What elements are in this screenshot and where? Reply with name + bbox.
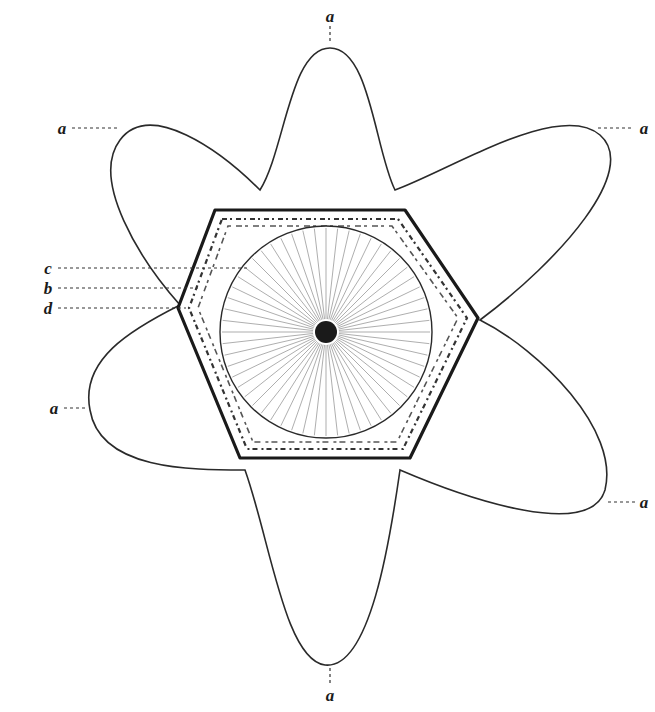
radial-line xyxy=(339,309,428,329)
radial-line xyxy=(222,332,313,333)
radial-line xyxy=(326,345,327,436)
radial-line xyxy=(333,343,381,420)
radial-line xyxy=(339,332,430,333)
part-label: a xyxy=(326,8,335,25)
radial-line xyxy=(232,338,314,377)
radial-line xyxy=(333,244,381,321)
radial-line xyxy=(225,335,314,355)
part-label: a xyxy=(58,120,67,137)
radial-line xyxy=(338,338,420,377)
radial-line xyxy=(335,258,399,322)
radial-line xyxy=(330,234,360,320)
part-label: d xyxy=(44,300,53,317)
radial-line xyxy=(292,344,322,430)
radial-line xyxy=(334,342,391,413)
stippled-band xyxy=(189,219,467,449)
radial-line xyxy=(336,340,407,397)
inner-circle xyxy=(220,226,432,438)
radial-line xyxy=(334,251,391,322)
perianth-outline xyxy=(89,48,611,665)
part-label: a xyxy=(326,687,335,704)
radial-line xyxy=(271,343,319,420)
radial-line xyxy=(338,336,424,366)
radial-line xyxy=(245,340,316,397)
corona-hexagon xyxy=(178,210,478,458)
radial-line xyxy=(329,345,349,434)
radial-line xyxy=(338,287,420,326)
radial-line xyxy=(261,342,318,413)
part-label: a xyxy=(640,494,649,511)
radial-line xyxy=(281,238,320,320)
leader-lines xyxy=(58,26,636,684)
radial-line xyxy=(332,238,371,320)
radial-line xyxy=(337,277,414,325)
radial-line xyxy=(335,341,399,405)
radial-line xyxy=(223,333,313,343)
part-label: a xyxy=(50,400,59,417)
part-label: b xyxy=(44,280,53,297)
radial-line xyxy=(271,244,319,321)
radial-line xyxy=(314,345,324,435)
radial-line xyxy=(314,229,324,319)
central-dot xyxy=(315,321,337,343)
radial-line xyxy=(281,344,320,426)
radial-line xyxy=(336,267,407,324)
radial-line xyxy=(337,339,414,387)
radial-line xyxy=(261,251,318,322)
radial-line xyxy=(326,228,327,319)
radial-line xyxy=(232,287,314,326)
radial-line xyxy=(252,341,316,405)
radial-line xyxy=(238,339,315,387)
radial-line xyxy=(245,267,316,324)
radial-line xyxy=(339,333,429,343)
radial-line xyxy=(327,229,337,319)
radial-lines xyxy=(222,228,430,436)
radial-line xyxy=(252,258,316,322)
radial-line xyxy=(228,298,314,328)
part-label: c xyxy=(44,260,52,277)
radial-line xyxy=(332,344,371,426)
radial-line xyxy=(238,277,315,325)
radial-line xyxy=(303,231,323,320)
radial-line xyxy=(339,320,429,330)
radial-line xyxy=(223,320,313,330)
radial-line xyxy=(327,345,337,435)
part-label: a xyxy=(640,120,649,137)
stippled-band xyxy=(198,226,458,442)
